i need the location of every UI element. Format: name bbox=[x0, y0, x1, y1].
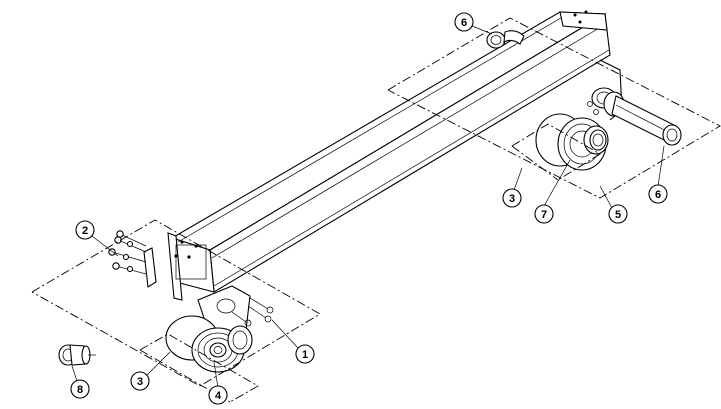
callout-3-right: 3 bbox=[502, 188, 522, 208]
end-cap-upper bbox=[486, 30, 525, 49]
callout-7: 7 bbox=[534, 204, 554, 224]
callout-4-label: 4 bbox=[215, 390, 222, 402]
callout-8-label: 8 bbox=[77, 384, 83, 396]
callout-6-right-label: 6 bbox=[655, 189, 661, 201]
callout-2: 2 bbox=[75, 220, 95, 240]
callout-6-right: 6 bbox=[648, 184, 668, 204]
callout-6-upper-label: 6 bbox=[461, 17, 467, 29]
callout-5: 5 bbox=[608, 204, 628, 224]
callout-3-right-label: 3 bbox=[509, 193, 515, 205]
callout-3-left: 3 bbox=[130, 371, 150, 391]
callout-1: 1 bbox=[295, 344, 315, 364]
callout-5-label: 5 bbox=[615, 209, 621, 221]
callout-7-label: 7 bbox=[541, 209, 547, 221]
left-wheel-assembly bbox=[165, 285, 274, 373]
callout-3-left-label: 3 bbox=[137, 376, 143, 388]
right-wheel-assembly bbox=[535, 87, 682, 171]
callout-8: 8 bbox=[70, 379, 90, 399]
leader-lines bbox=[71, 25, 665, 389]
beam bbox=[167, 10, 623, 301]
bumper-part bbox=[58, 344, 96, 366]
callout-6-upper: 6 bbox=[454, 12, 474, 32]
callout-4: 4 bbox=[208, 385, 228, 405]
callout-1-label: 1 bbox=[302, 349, 308, 361]
callout-2-label: 2 bbox=[82, 225, 88, 237]
bolt-set bbox=[108, 230, 157, 288]
